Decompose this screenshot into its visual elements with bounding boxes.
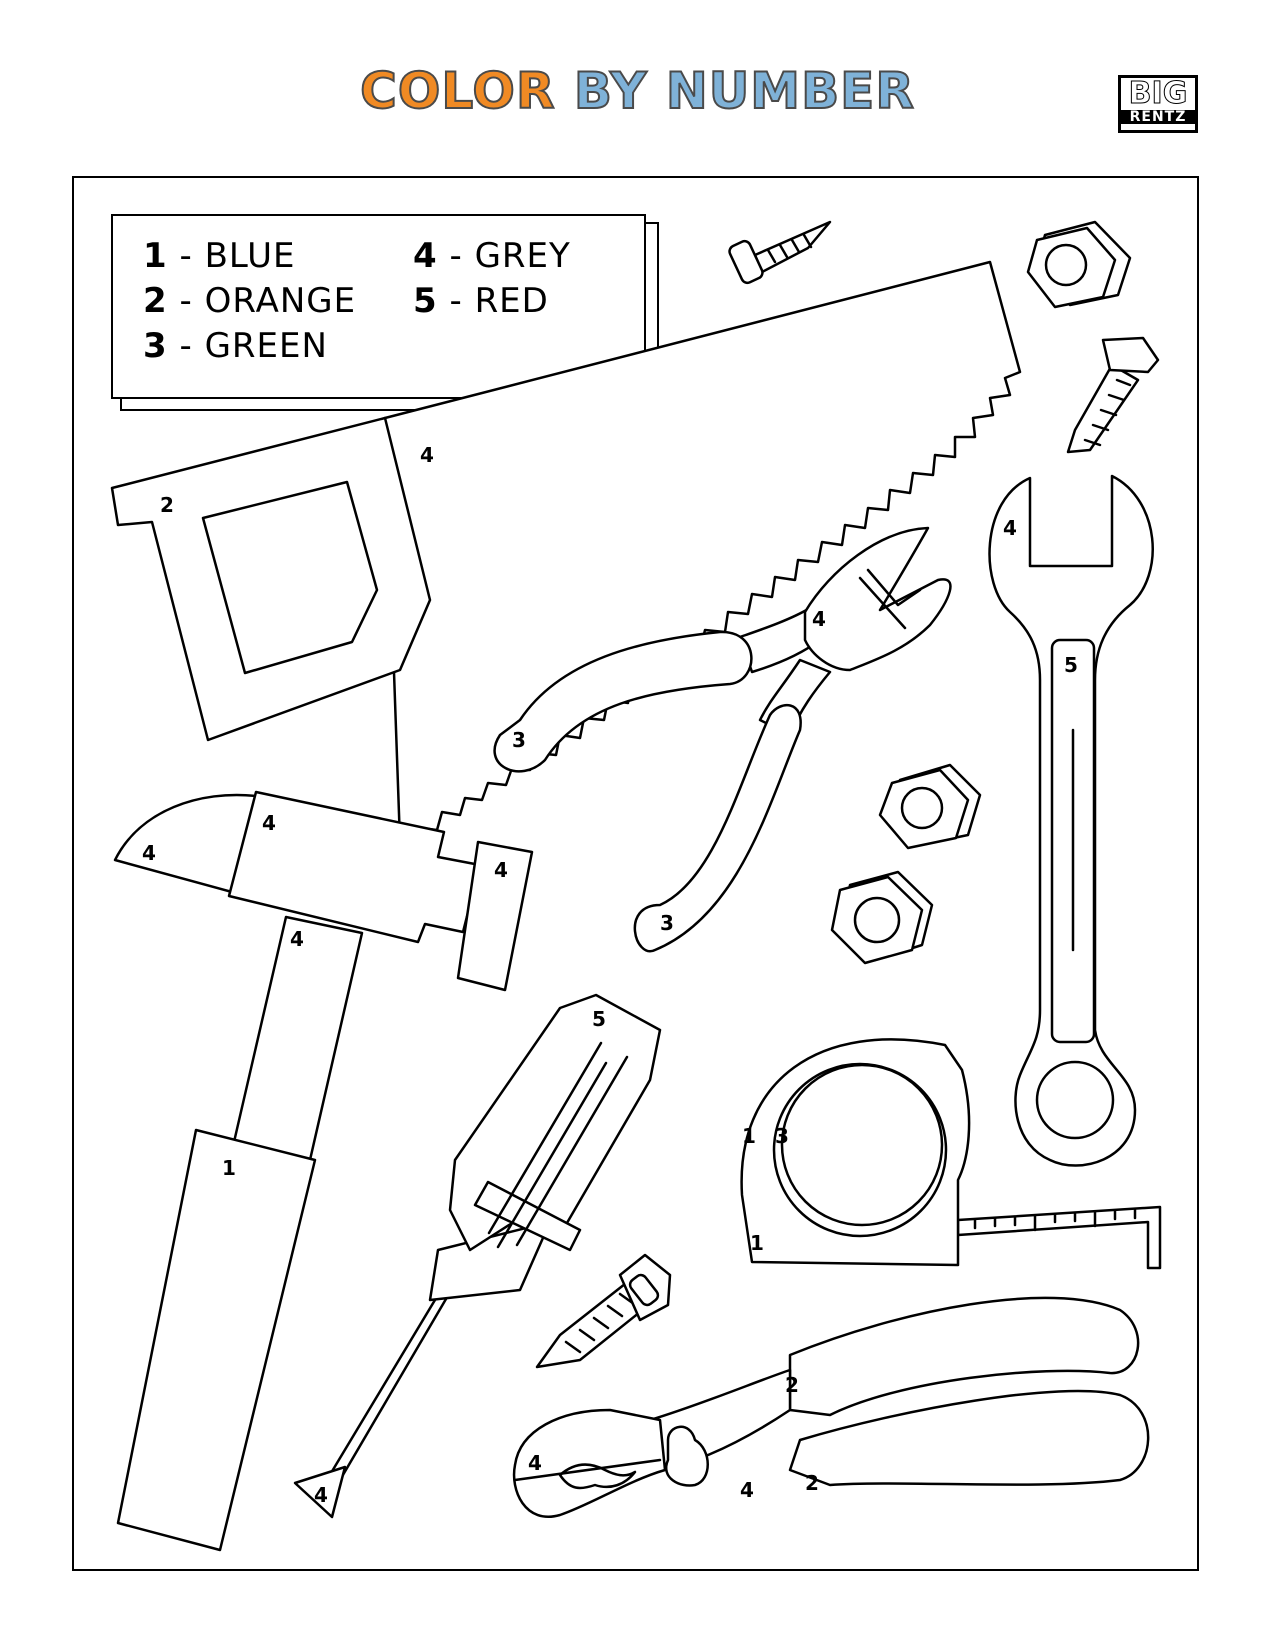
tape-body-bottom-number: 1 <box>750 1231 764 1255</box>
pliers: 4 4 2 2 <box>512 1296 1150 1518</box>
cutter-handle-top-number: 3 <box>512 728 526 752</box>
saw-blade-number: 4 <box>420 443 434 467</box>
nut-middle <box>878 763 982 850</box>
pliers-jaw-number: 4 <box>528 1451 542 1475</box>
pliers-joint-number: 4 <box>740 1478 754 1502</box>
hammer-grip-number: 1 <box>222 1156 236 1180</box>
saw-blade <box>383 260 1022 847</box>
saw-handle-number: 2 <box>160 493 174 517</box>
coloring-frame <box>72 176 1199 1571</box>
screw-right <box>1066 336 1160 454</box>
screw-top <box>728 220 832 285</box>
hammer-head-number: 4 <box>262 811 276 835</box>
logo-text-rentz: RENTZ <box>1121 110 1195 124</box>
nut-lower <box>830 870 934 965</box>
title-word-color: COLOR <box>359 61 556 121</box>
pliers-handle-bottom-number: 2 <box>805 1471 819 1495</box>
hammer-claw-number: 4 <box>142 841 156 865</box>
saw-handle-hole <box>201 480 379 675</box>
page-title: COLOR BY NUMBER <box>0 61 1275 121</box>
legend-item-4: 4 - GREY <box>413 236 571 276</box>
screwdriver-handle-number: 5 <box>592 1007 606 1031</box>
legend-item-2: 2 - ORANGE <box>143 281 357 321</box>
tape-reel-number: 3 <box>775 1124 789 1148</box>
hammer-neck-number: 4 <box>290 927 304 951</box>
pliers-handle-top-number: 2 <box>785 1373 799 1397</box>
hammer-face-number: 4 <box>494 858 508 882</box>
legend-item-1: 1 - BLUE <box>143 236 296 276</box>
brand-logo: BIG RENTZ <box>1118 75 1198 133</box>
screwdriver-tip-number: 4 <box>314 1483 328 1507</box>
wrench-number: 4 <box>1003 516 1017 540</box>
wrench: 4 5 <box>988 474 1154 1167</box>
title-word-by-number: BY NUMBER <box>573 61 915 121</box>
legend-item-5: 5 - RED <box>413 281 549 321</box>
screwdriver: 5 4 <box>293 993 662 1519</box>
logo-text-big: BIG <box>1128 76 1188 111</box>
tape-measure: 1 3 1 <box>740 1038 1162 1270</box>
cutter-handle-bottom-number: 3 <box>660 911 674 935</box>
color-legend: 1 - BLUE 2 - ORANGE 3 - GREEN 4 - GREY 5… <box>111 214 646 399</box>
legend-item-3: 3 - GREEN <box>143 326 328 366</box>
nut-top <box>1026 220 1132 309</box>
wrench-grip-number: 5 <box>1064 653 1078 677</box>
hammer: 4 4 4 4 1 <box>113 790 534 1552</box>
wire-cutters: 4 3 3 <box>493 526 952 953</box>
screw-bottom <box>535 1253 672 1369</box>
tape-body-left-number: 1 <box>742 1124 756 1148</box>
cutter-head-number: 4 <box>812 607 826 631</box>
